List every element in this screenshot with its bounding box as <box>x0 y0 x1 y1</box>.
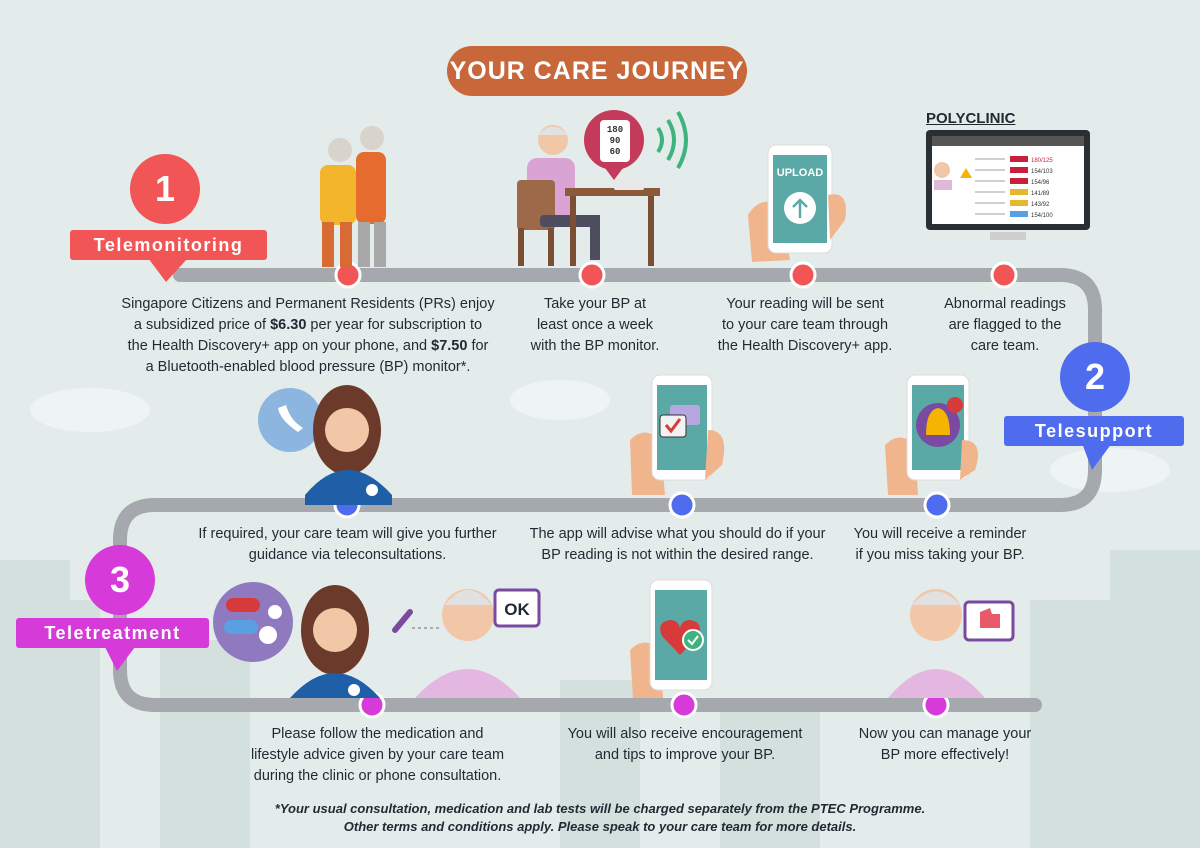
monitor-reading-value: 141/89 <box>1031 191 1050 197</box>
monitor-reading-value: 180/125 <box>1031 158 1053 164</box>
teletreatment-illustration: OK <box>213 582 541 698</box>
monitor-reading-flag <box>1010 200 1028 206</box>
footnote: *Your usual consultation, medication and… <box>0 800 1200 836</box>
monitor-row-line <box>975 169 1005 171</box>
desc-line: Singapore Citizens and Permanent Residen… <box>121 296 495 312</box>
stage-3-number: 3 <box>85 545 155 615</box>
desc-line: Your reading will be sent <box>726 296 884 312</box>
monitor-row-line <box>975 191 1005 193</box>
phone-advice-illustration <box>630 374 725 495</box>
desc-line: if you miss taking your BP. <box>855 547 1025 563</box>
page-title: YOUR CARE JOURNEY <box>447 46 747 96</box>
desc-line: a subsidized price of <box>133 317 271 333</box>
monitor-price: $7.50 <box>431 338 468 354</box>
phone-encouragement-illustration <box>630 579 713 698</box>
nurse-illustration <box>258 385 392 505</box>
monitor-row-line <box>975 180 1005 182</box>
desc-line: for <box>467 338 489 354</box>
desc-line: You will also receive encouragement <box>567 726 803 742</box>
stage-1-label: Telemonitoring <box>70 230 267 260</box>
desc-line: You will receive a reminder <box>853 526 1027 542</box>
stage-1-number: 1 <box>130 154 200 224</box>
desc-line: during the clinic or phone consultation. <box>253 768 502 784</box>
desc-line: to your care team through <box>721 317 889 333</box>
step-take-bp: Take your BP at least once a week with t… <box>510 294 680 357</box>
polyclinic-monitor-illustration: 180/125 154/103 154/96 141/89 143/92 154/100 <box>926 130 1090 240</box>
monitor-reading-flag <box>1010 156 1028 162</box>
desc-line: guidance via teleconsultations. <box>248 547 447 563</box>
stage-2-label: Telesupport <box>1004 416 1184 446</box>
app-price: $6.30 <box>270 317 307 333</box>
monitor-row-line <box>975 158 1005 160</box>
step-reading-sent: Your reading will be sent to your care t… <box>705 294 905 357</box>
stage-3-label: Teletreatment <box>16 618 209 648</box>
monitor-reading-flag <box>1010 189 1028 195</box>
desc-line: care team. <box>970 338 1040 354</box>
step-abnormal-flagged: Abnormal readings are flagged to the car… <box>930 294 1080 357</box>
monitor-reading-flag <box>1010 178 1028 184</box>
desc-line: are flagged to the <box>948 317 1062 333</box>
desc-line: a Bluetooth-enabled blood pressure (BP) … <box>145 359 471 375</box>
desc-line: lifestyle advice given by your care team <box>250 747 505 763</box>
desc-line: Abnormal readings <box>944 296 1066 312</box>
stage-2-number: 2 <box>1060 342 1130 412</box>
desc-line: per year for subscription to <box>306 317 483 333</box>
ok-bubble-text: OK <box>504 600 530 619</box>
monitor-reading-flag <box>1010 211 1028 217</box>
bp-device-reading: 180 <box>607 125 623 135</box>
desc-line: the Health Discovery+ app. <box>717 338 893 354</box>
step-teleconsultation: If required, your care team will give yo… <box>190 524 505 566</box>
bp-device-reading: 60 <box>610 147 621 157</box>
bp-device-reading: 90 <box>610 136 621 146</box>
monitor-reading-value: 154/96 <box>1031 180 1050 186</box>
monitor-row-line <box>975 213 1005 215</box>
desc-line: the Health Discovery+ app on your phone,… <box>127 338 432 354</box>
desc-line: BP reading is not within the desired ran… <box>541 547 814 563</box>
monitor-reading-value: 143/92 <box>1031 202 1050 208</box>
step-telemonitoring-subscription: Singapore Citizens and Permanent Residen… <box>118 294 498 378</box>
elderly-couple-illustration <box>320 126 386 267</box>
step-app-advice: The app will advise what you should do i… <box>520 524 835 566</box>
step-reminder: You will receive a reminder if you miss … <box>845 524 1035 566</box>
desc-line: BP more effectively! <box>880 747 1010 763</box>
desc-line: The app will advise what you should do i… <box>529 526 826 542</box>
step-encouragement: You will also receive encouragement and … <box>555 724 815 766</box>
desc-line: If required, your care team will give yo… <box>198 526 497 542</box>
step-follow-advice: Please follow the medication and lifesty… <box>240 724 515 787</box>
desc-line: Please follow the medication and <box>271 726 484 742</box>
happy-elderly-man-illustration <box>888 589 1015 698</box>
upload-text: UPLOAD <box>777 167 824 179</box>
phone-reminder-illustration <box>885 374 979 495</box>
phone-upload-illustration: UPLOAD <box>748 144 846 262</box>
polyclinic-title: POLYCLINIC <box>926 110 1016 127</box>
monitor-reading-flag <box>1010 167 1028 173</box>
desc-line: and tips to improve your BP. <box>594 747 776 763</box>
step-manage-bp: Now you can manage your BP more effectiv… <box>850 724 1040 766</box>
desc-line: Now you can manage your <box>858 726 1032 742</box>
footnote-line-1: *Your usual consultation, medication and… <box>274 801 926 816</box>
monitor-reading-value: 154/103 <box>1031 169 1053 175</box>
journey-path <box>113 268 1102 712</box>
footnote-line-2: Other terms and conditions apply. Please… <box>343 819 857 834</box>
desc-line: Take your BP at <box>543 296 647 312</box>
monitor-row-line <box>975 202 1005 204</box>
clouds <box>30 380 1170 492</box>
monitor-reading-value: 154/100 <box>1031 213 1053 219</box>
desc-line: with the BP monitor. <box>530 338 660 354</box>
desc-line: least once a week <box>536 317 654 333</box>
